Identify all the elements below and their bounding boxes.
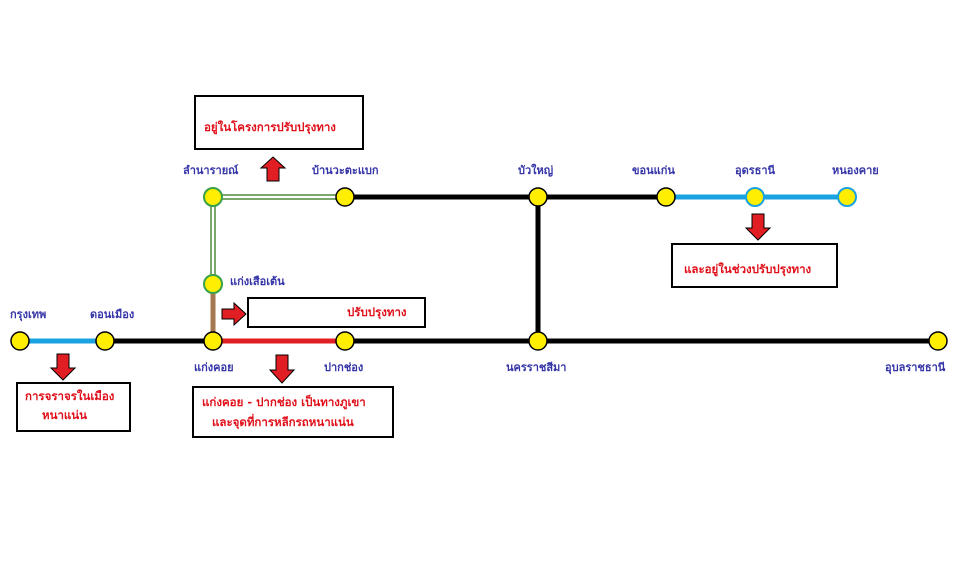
station-bua-yai[interactable] bbox=[528, 187, 548, 207]
note-box-lam-narai-project: อยู่ในโครงการปรับปรุงทาง bbox=[194, 95, 364, 150]
station-udon-thani[interactable] bbox=[745, 187, 765, 207]
note-bangkok-traffic-line2: หนาแน่น bbox=[42, 408, 87, 422]
label-don-mueang: ดอนเมือง bbox=[90, 308, 134, 321]
note-box-kaeng-khoi-improvement: ปรับปรุงทาง bbox=[247, 297, 426, 328]
label-ban-wa-tae-baek: บ้านวะตะแบก bbox=[312, 164, 379, 177]
label-kaeng-khoi: แก่งคอย bbox=[194, 361, 234, 374]
station-lam-narai[interactable] bbox=[203, 187, 223, 207]
label-ubon-ratchathani: อุบลราชธานี bbox=[885, 361, 946, 375]
station-ban-wa-tae-baek[interactable] bbox=[335, 187, 355, 207]
note-lam-narai-project: อยู่ในโครงการปรับปรุงทาง bbox=[204, 119, 336, 135]
station-nakhon-ratchasima[interactable] bbox=[528, 331, 548, 351]
note-kaeng-khoi-improvement: ปรับปรุงทาง bbox=[347, 305, 407, 320]
label-krung-thep: กรุงเทพ bbox=[10, 308, 46, 322]
arrows bbox=[49, 156, 772, 384]
track-lines bbox=[20, 194, 938, 344]
station-kaeng-suea-ten[interactable] bbox=[203, 274, 223, 294]
arrow-down-icon bbox=[268, 354, 296, 384]
station-pak-chong[interactable] bbox=[335, 331, 355, 351]
note-udon-improvement: และอยู่ในช่วงปรับปรุงทาง bbox=[684, 262, 812, 277]
label-kaeng-suea-ten: แก่งเสือเต้น bbox=[230, 275, 285, 288]
label-nakhon-ratchasima: นครราชสีมา bbox=[506, 361, 566, 374]
arrow-up-icon bbox=[259, 156, 287, 182]
arrow-right-icon bbox=[221, 301, 247, 327]
label-bua-yai: บัวใหญ่ bbox=[518, 163, 553, 177]
note-mountain-line2: และจุดที่การหลีกรถหนาแน่น bbox=[212, 413, 354, 430]
station-khon-kaen[interactable] bbox=[656, 187, 676, 207]
station-don-mueang[interactable] bbox=[95, 331, 115, 351]
station-krung-thep[interactable] bbox=[10, 331, 30, 351]
label-lam-narai: ลำนารายณ์ bbox=[183, 164, 239, 177]
note-box-udon-improvement: และอยู่ในช่วงปรับปรุงทาง bbox=[671, 243, 838, 288]
stations bbox=[10, 187, 948, 351]
arrow-down-icon bbox=[744, 213, 772, 241]
note-mountain-line1: แก่งคอย - ปากช่อง เป็นทางภูเขา bbox=[202, 394, 366, 410]
note-bangkok-traffic-line1: การจราจรในเมือง bbox=[25, 389, 115, 403]
label-udon-thani: อุดรธานี bbox=[735, 164, 776, 178]
label-nong-khai: หนองคาย bbox=[832, 164, 879, 177]
note-box-bangkok-traffic: การจราจรในเมือง หนาแน่น bbox=[16, 382, 131, 432]
station-nong-khai[interactable] bbox=[837, 187, 857, 207]
arrow-down-icon bbox=[49, 353, 77, 381]
station-labels: กรุงเทพ ดอนเมือง แก่งคอย แก่งเสือเต้น ลำ… bbox=[10, 163, 946, 375]
label-pak-chong: ปากช่อง bbox=[324, 361, 363, 374]
label-khon-kaen: ขอนแก่น bbox=[632, 164, 675, 177]
note-box-mountain-section: แก่งคอย - ปากช่อง เป็นทางภูเขา และจุดที่… bbox=[192, 386, 394, 438]
station-kaeng-khoi[interactable] bbox=[203, 331, 223, 351]
station-ubon-ratchathani[interactable] bbox=[928, 331, 948, 351]
